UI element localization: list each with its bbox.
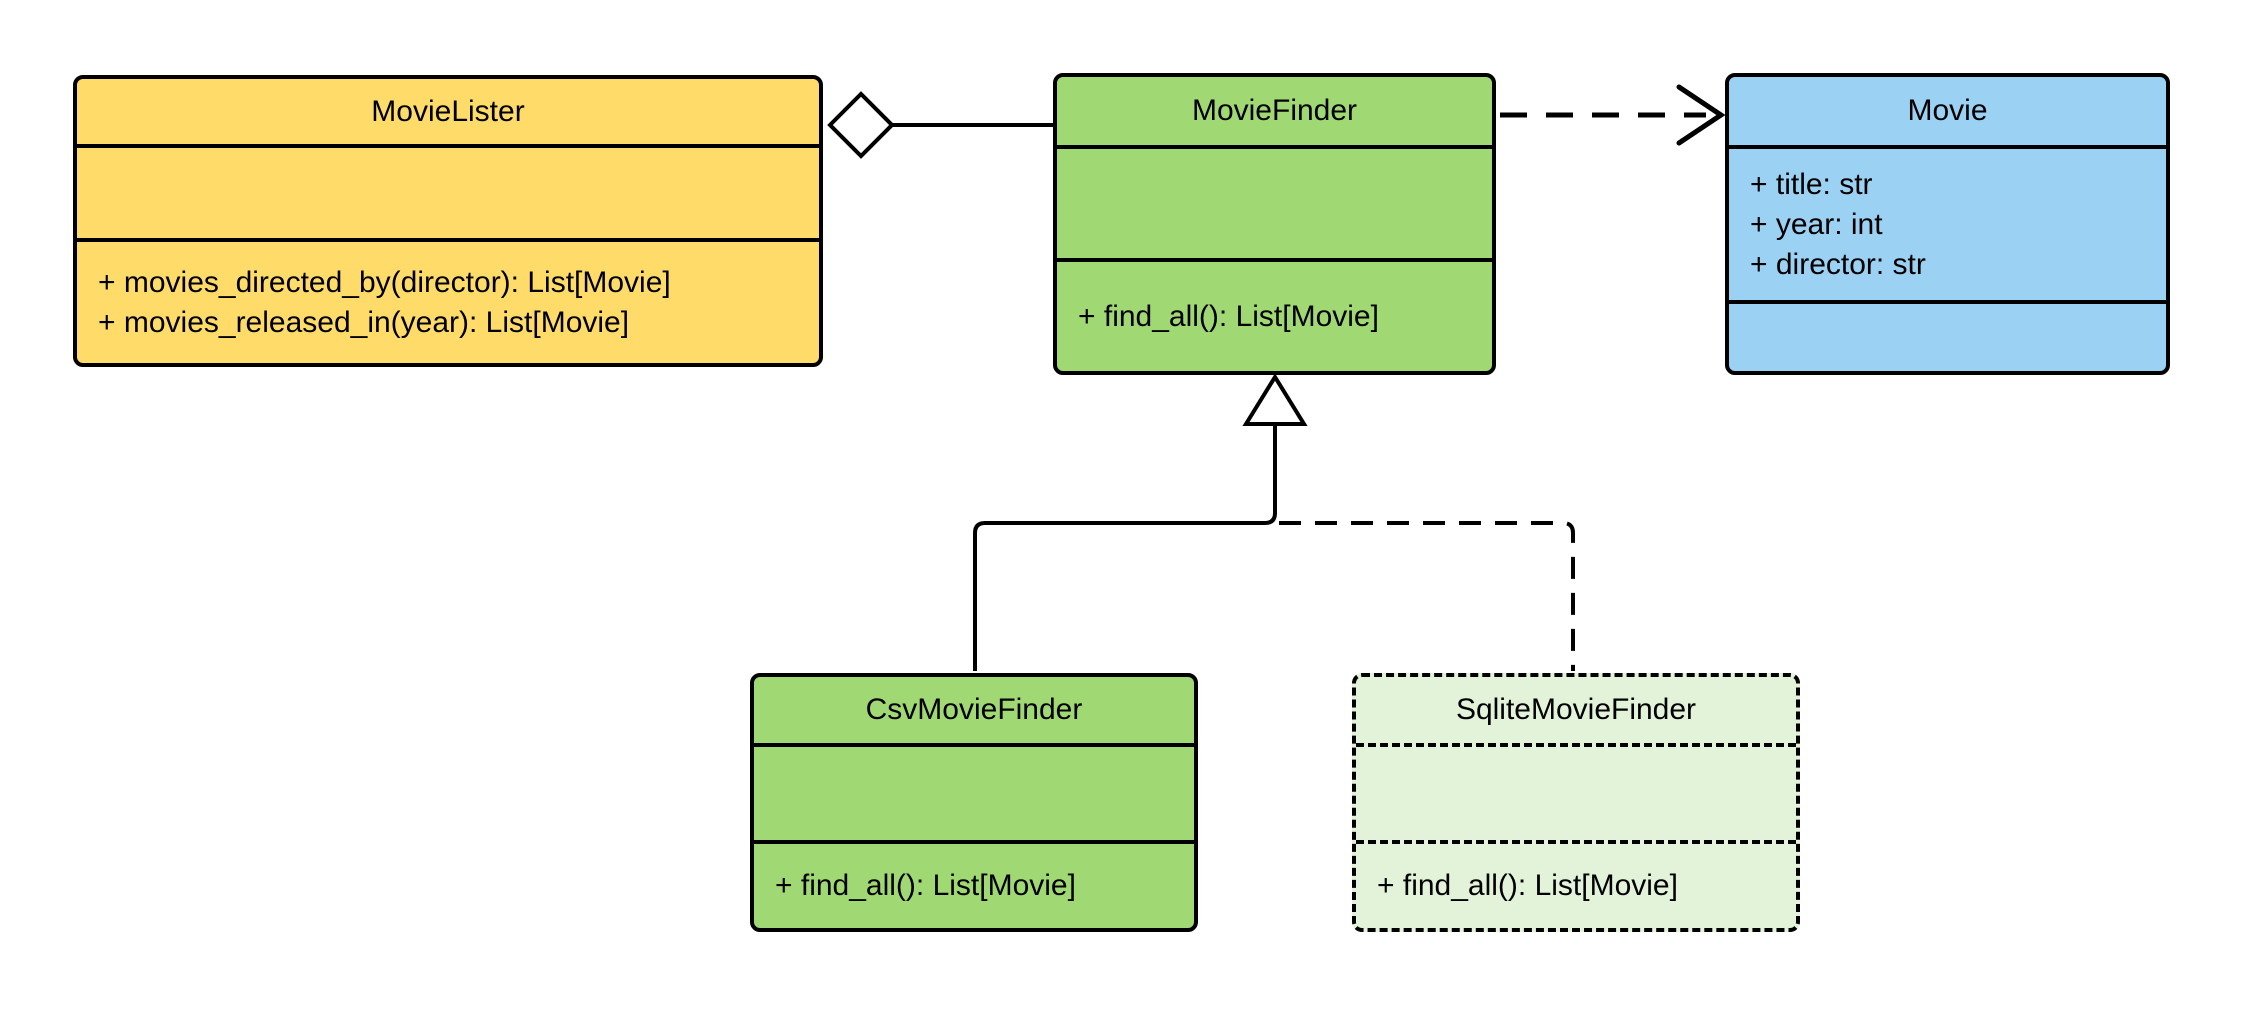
attributes-compartment [77, 148, 819, 242]
generalization-connectors [973, 373, 1575, 671]
methods-compartment: + find_all(): List[Movie] [1356, 844, 1796, 928]
inheritance-triangle-icon [1242, 373, 1308, 426]
class-moviefinder: MovieFinder + find_all(): List[Movie] [1053, 73, 1496, 375]
class-title: SqliteMovieFinder [1356, 677, 1796, 747]
method-text: + movies_directed_by(director): List[Mov… [98, 265, 671, 299]
attributes-compartment [754, 747, 1194, 844]
generalization-line-sqlite [1279, 521, 1575, 671]
attributes-compartment [1057, 149, 1492, 262]
class-title: Movie [1729, 77, 2166, 149]
methods-compartment: + find_all(): List[Movie] [1057, 262, 1492, 371]
class-title: MovieLister [77, 79, 819, 148]
method-text: + find_all(): List[Movie] [1377, 869, 1678, 902]
dependency-connector [1500, 84, 1726, 146]
class-sqlitemoviefinder: SqliteMovieFinder + find_all(): List[Mov… [1352, 673, 1800, 932]
attribute-text: + title: str [1750, 167, 1873, 201]
attribute-text: + year: int [1750, 207, 1883, 241]
method-text: + find_all(): List[Movie] [775, 869, 1076, 902]
aggregation-diamond-icon [827, 91, 895, 159]
class-movielister: MovieLister + movies_directed_by(directo… [73, 75, 823, 367]
method-text: + find_all(): List[Movie] [1078, 299, 1379, 333]
methods-compartment [1729, 304, 2166, 371]
generalization-line-csv [973, 424, 1277, 671]
class-movie: Movie + title: str + year: int + directo… [1725, 73, 2170, 375]
aggregation-connector [827, 91, 1055, 159]
attributes-compartment [1356, 747, 1796, 844]
dependency-arrowhead-icon [1676, 84, 1726, 146]
class-csvmoviefinder: CsvMovieFinder + find_all(): List[Movie] [750, 673, 1198, 932]
attribute-text: + director: str [1750, 247, 1926, 281]
methods-compartment: + find_all(): List[Movie] [754, 844, 1194, 928]
class-title: CsvMovieFinder [754, 677, 1194, 747]
method-text: + movies_released_in(year): List[Movie] [98, 305, 630, 339]
attributes-compartment: + title: str + year: int + director: str [1729, 149, 2166, 304]
class-title: MovieFinder [1057, 77, 1492, 149]
methods-compartment: + movies_directed_by(director): List[Mov… [77, 242, 819, 363]
